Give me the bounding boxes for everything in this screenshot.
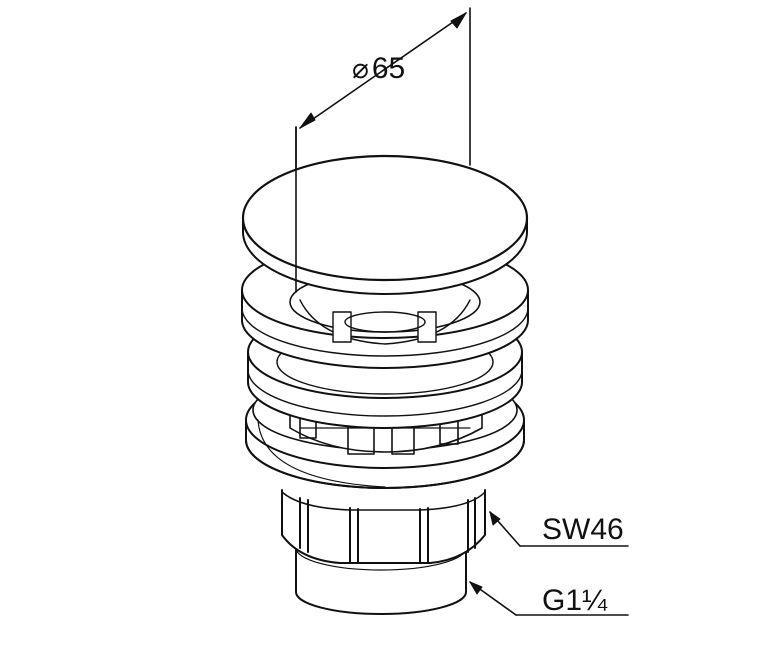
thread-size-label: G1¼ bbox=[542, 584, 608, 617]
wrench-size-label: SW46 bbox=[542, 513, 624, 546]
diameter-symbol: ⌀ bbox=[352, 52, 369, 85]
g-leader bbox=[469, 581, 629, 616]
top-cap bbox=[241, 154, 529, 295]
diameter-value: 65 bbox=[371, 52, 406, 85]
hex-nut bbox=[281, 489, 486, 564]
diameter-label: ⌀65 bbox=[352, 54, 405, 84]
sw-leader bbox=[489, 511, 629, 547]
